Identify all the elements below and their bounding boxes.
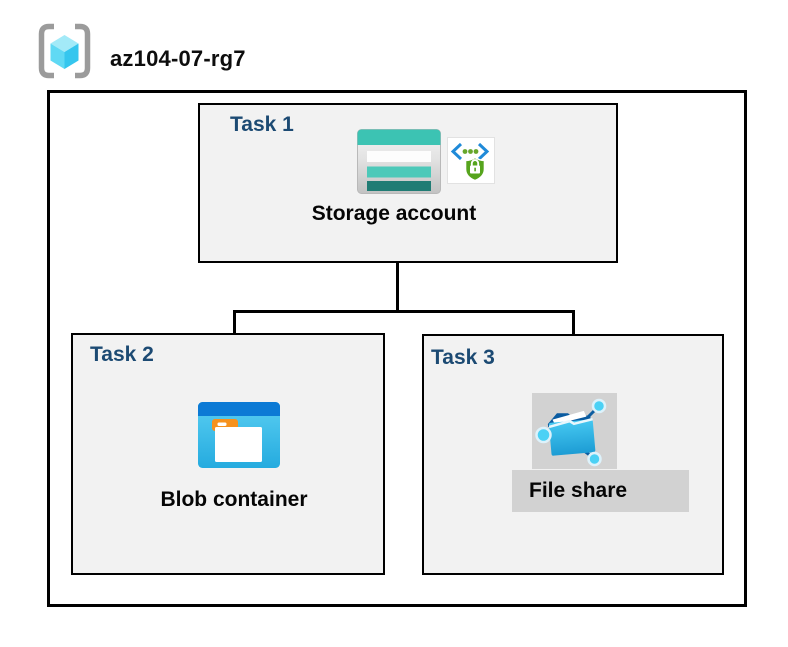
task1-label: Task 1 (230, 113, 294, 136)
task3-box: Task 3 (422, 334, 724, 575)
connector-horizontal (233, 310, 575, 313)
blob-container-icon (198, 402, 280, 468)
task2-box: Task 2 Blob container (71, 333, 385, 575)
file-share-label-highlight: File share (512, 470, 689, 512)
file-share-icon-highlight (532, 393, 617, 469)
file-share-icon (535, 398, 607, 467)
task3-label: Task 3 (431, 346, 495, 369)
task2-label: Task 2 (90, 343, 154, 366)
connector-storage-down (396, 233, 399, 312)
storage-account-icon (357, 129, 441, 194)
resource-group-icon (38, 23, 91, 79)
storage-account-label: Storage account (311, 202, 477, 225)
task1-box: Task 1 (198, 103, 618, 263)
resource-group-title: az104-07-rg7 (110, 46, 246, 71)
blob-container-label: Blob container (160, 488, 308, 511)
file-share-label: File share (529, 479, 628, 502)
shared-access-signature-icon (447, 137, 495, 184)
